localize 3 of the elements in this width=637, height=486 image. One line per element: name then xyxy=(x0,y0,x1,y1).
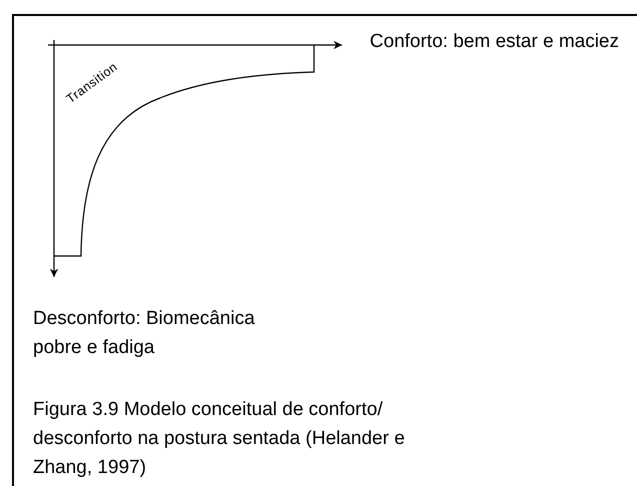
comfort-label: Conforto: bem estar e maciez xyxy=(368,30,619,54)
figure-caption: Figura 3.9 Modelo conceitual de conforto/ desconforto na postura sentada (Helander e Zhang, 1997) xyxy=(33,398,406,480)
discomfort-label: Desconforto: Biomecânica pobre e fadiga xyxy=(33,307,256,360)
